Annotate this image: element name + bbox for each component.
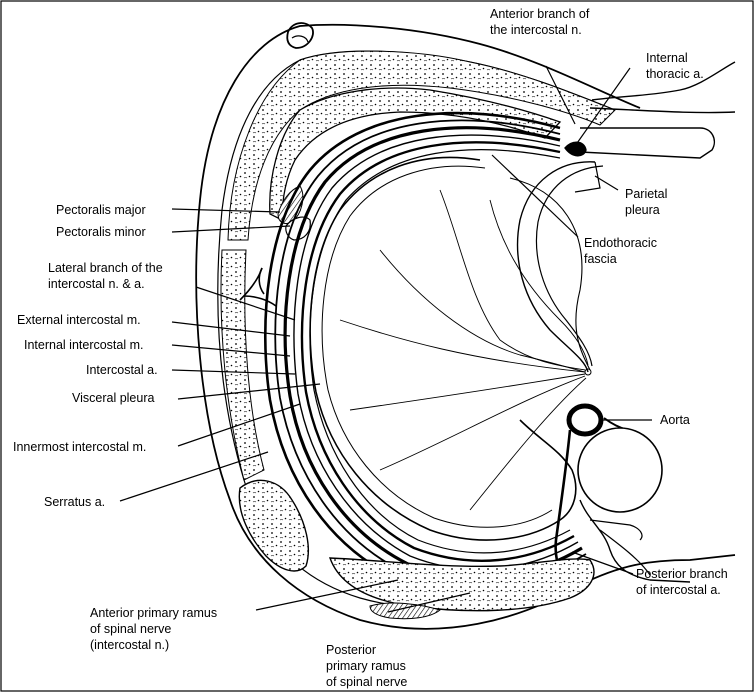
label-posterior-primary-ramus: Posterior primary ramus of spinal nerve [326,643,409,689]
label-external-intercostal: External intercostal m. [17,313,141,327]
label-pectoralis-major: Pectoralis major [56,203,146,217]
pectoral-muscles [270,88,560,240]
vertebral-body [578,428,662,512]
label-intercostal-a: Intercostal a. [86,363,158,377]
leader-lateral-branch [196,287,295,320]
label-visceral-pleura: Visceral pleura [72,391,155,405]
label-internal-intercostal: Internal intercostal m. [24,338,144,352]
leader-endothoracic-fascia [492,155,578,237]
label-lateral-branch: Lateral branch of the intercostal n. & a… [48,261,166,291]
intercostal-muscle-layers [265,113,590,593]
label-pectoralis-minor: Pectoralis minor [56,225,146,239]
label-anterior-primary-ramus: Anterior primary ramus of spinal nerve (… [90,606,221,652]
lung [310,157,603,540]
label-anterior-branch: Anterior branch of the intercostal n. [490,7,593,37]
leader-pectoralis-major [172,209,280,212]
label-aorta: Aorta [660,413,690,427]
label-serratus: Serratus a. [44,495,105,509]
label-endothoracic-fascia: Endothoracic fascia [584,236,660,266]
label-internal-thoracic: Internal thoracic a. [646,51,704,81]
label-innermost-intercostal: Innermost intercostal m. [13,440,146,454]
label-parietal-pleura: Parietal pleura [625,187,671,217]
aorta-vessel [569,406,601,434]
